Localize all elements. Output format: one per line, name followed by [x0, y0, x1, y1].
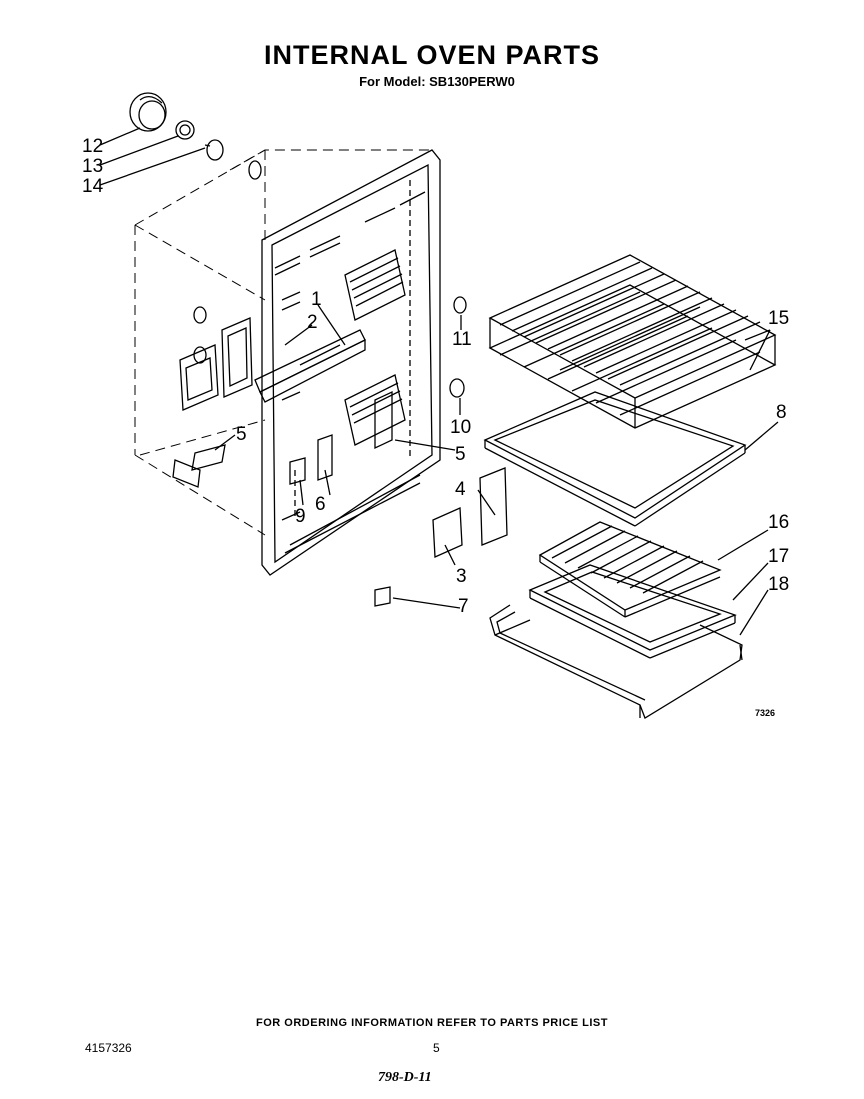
broiler-grid: [538, 521, 722, 618]
callout-2: 2: [307, 312, 318, 333]
callout-5-left: 5: [236, 424, 247, 445]
callout-4: 4: [455, 479, 466, 500]
callout-15: 15: [768, 308, 789, 329]
callout-3: 3: [456, 566, 467, 587]
callout-8: 8: [776, 402, 787, 423]
callout-7: 7: [458, 596, 469, 617]
callout-10: 10: [450, 417, 471, 438]
bracket-rail: [254, 329, 366, 403]
side-panel-cutouts: [172, 160, 262, 488]
callout-17: 17: [768, 546, 789, 567]
callout-leaders: [99, 127, 779, 636]
small-brackets: [191, 390, 508, 607]
callout-12: 12: [82, 136, 103, 157]
callout-18: 18: [768, 574, 789, 595]
broiler-pan: [528, 564, 737, 659]
model-subtitle: For Model: SB130PERW0: [359, 74, 515, 89]
page-number: 5: [433, 1041, 440, 1055]
exploded-parts-diagram: 12 13 14 1 2 5 5 4 6 9 3 7 10 11 15 8 16…: [82, 92, 789, 719]
oven-racks: [488, 254, 777, 429]
callout-16: 16: [768, 512, 789, 533]
callout-9: 9: [295, 506, 306, 527]
callout-14: 14: [82, 176, 104, 197]
callout-5-right: 5: [455, 444, 466, 465]
oven-lamp-assembly: [129, 92, 224, 161]
callout-1: 1: [311, 289, 322, 310]
oven-bottom-pan: [483, 391, 747, 527]
part-number: 4157326: [85, 1041, 132, 1055]
oven-back-panel: [261, 149, 441, 576]
callout-11: 11: [452, 329, 472, 350]
broiler-rack-frame: [489, 604, 743, 719]
figure-code: 7326: [755, 708, 776, 718]
lamp-lens-and-cover: [449, 296, 467, 398]
page-title: INTERNAL OVEN PARTS: [263, 40, 601, 70]
handwritten-code: 798-D-11: [378, 1070, 432, 1085]
ordering-note: FOR ORDERING INFORMATION REFER TO PARTS …: [256, 1017, 608, 1029]
callout-6: 6: [315, 494, 326, 515]
oven-cavity-outline: [134, 149, 435, 536]
callout-13: 13: [82, 156, 103, 177]
